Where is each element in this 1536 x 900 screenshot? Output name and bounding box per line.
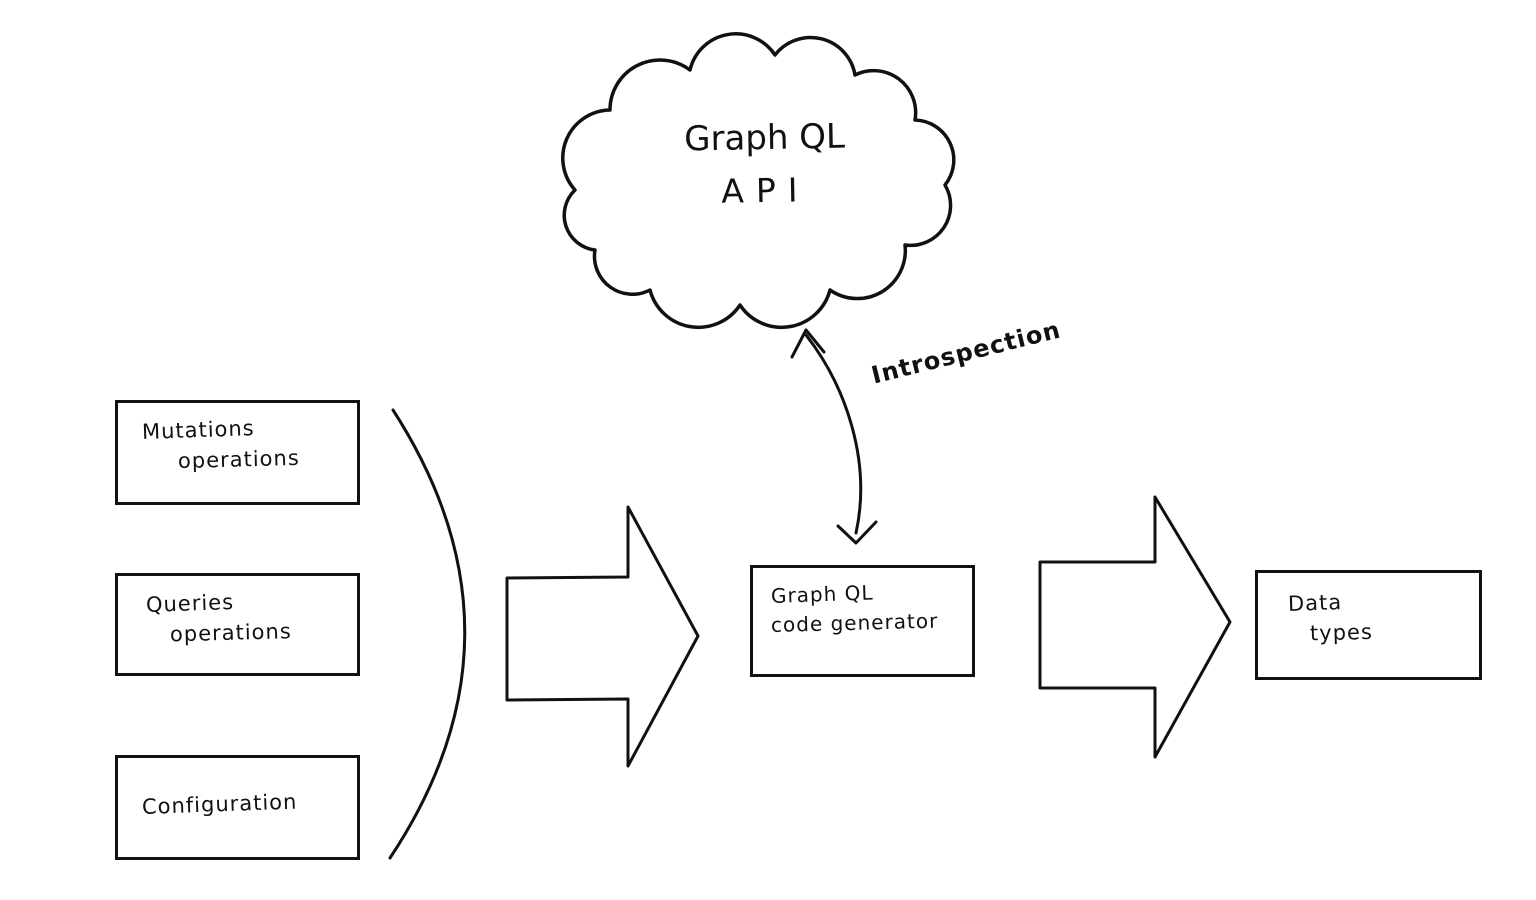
cloud-label-line1: Graph QL (683, 116, 846, 160)
queries-operations-box: Queries operations (115, 573, 360, 676)
introspection-arrowhead-bottom (836, 520, 878, 545)
grouping-brace (388, 408, 467, 860)
introspection-arrowhead-top (790, 328, 826, 359)
box-label-line2: code generator (770, 608, 939, 637)
graphql-code-generator-box: Graph QL code generator (750, 565, 975, 677)
box-label-line2: operations (169, 619, 293, 647)
configuration-box: Configuration (115, 755, 360, 860)
box-label-line2: operations (177, 446, 301, 474)
box-label-line2: types (1309, 620, 1374, 646)
mutations-operations-box: Mutations operations (115, 400, 360, 505)
block-arrow-right (1038, 495, 1232, 759)
cloud-label-line2: API (721, 169, 810, 211)
cloud-shape (561, 32, 956, 330)
introspection-arrow-curve (804, 333, 863, 535)
block-arrow-left (505, 505, 700, 768)
box-label-line1: Configuration (141, 789, 298, 819)
data-types-box: Data types (1255, 570, 1482, 680)
cloud-label: Graph QL API (634, 110, 896, 218)
